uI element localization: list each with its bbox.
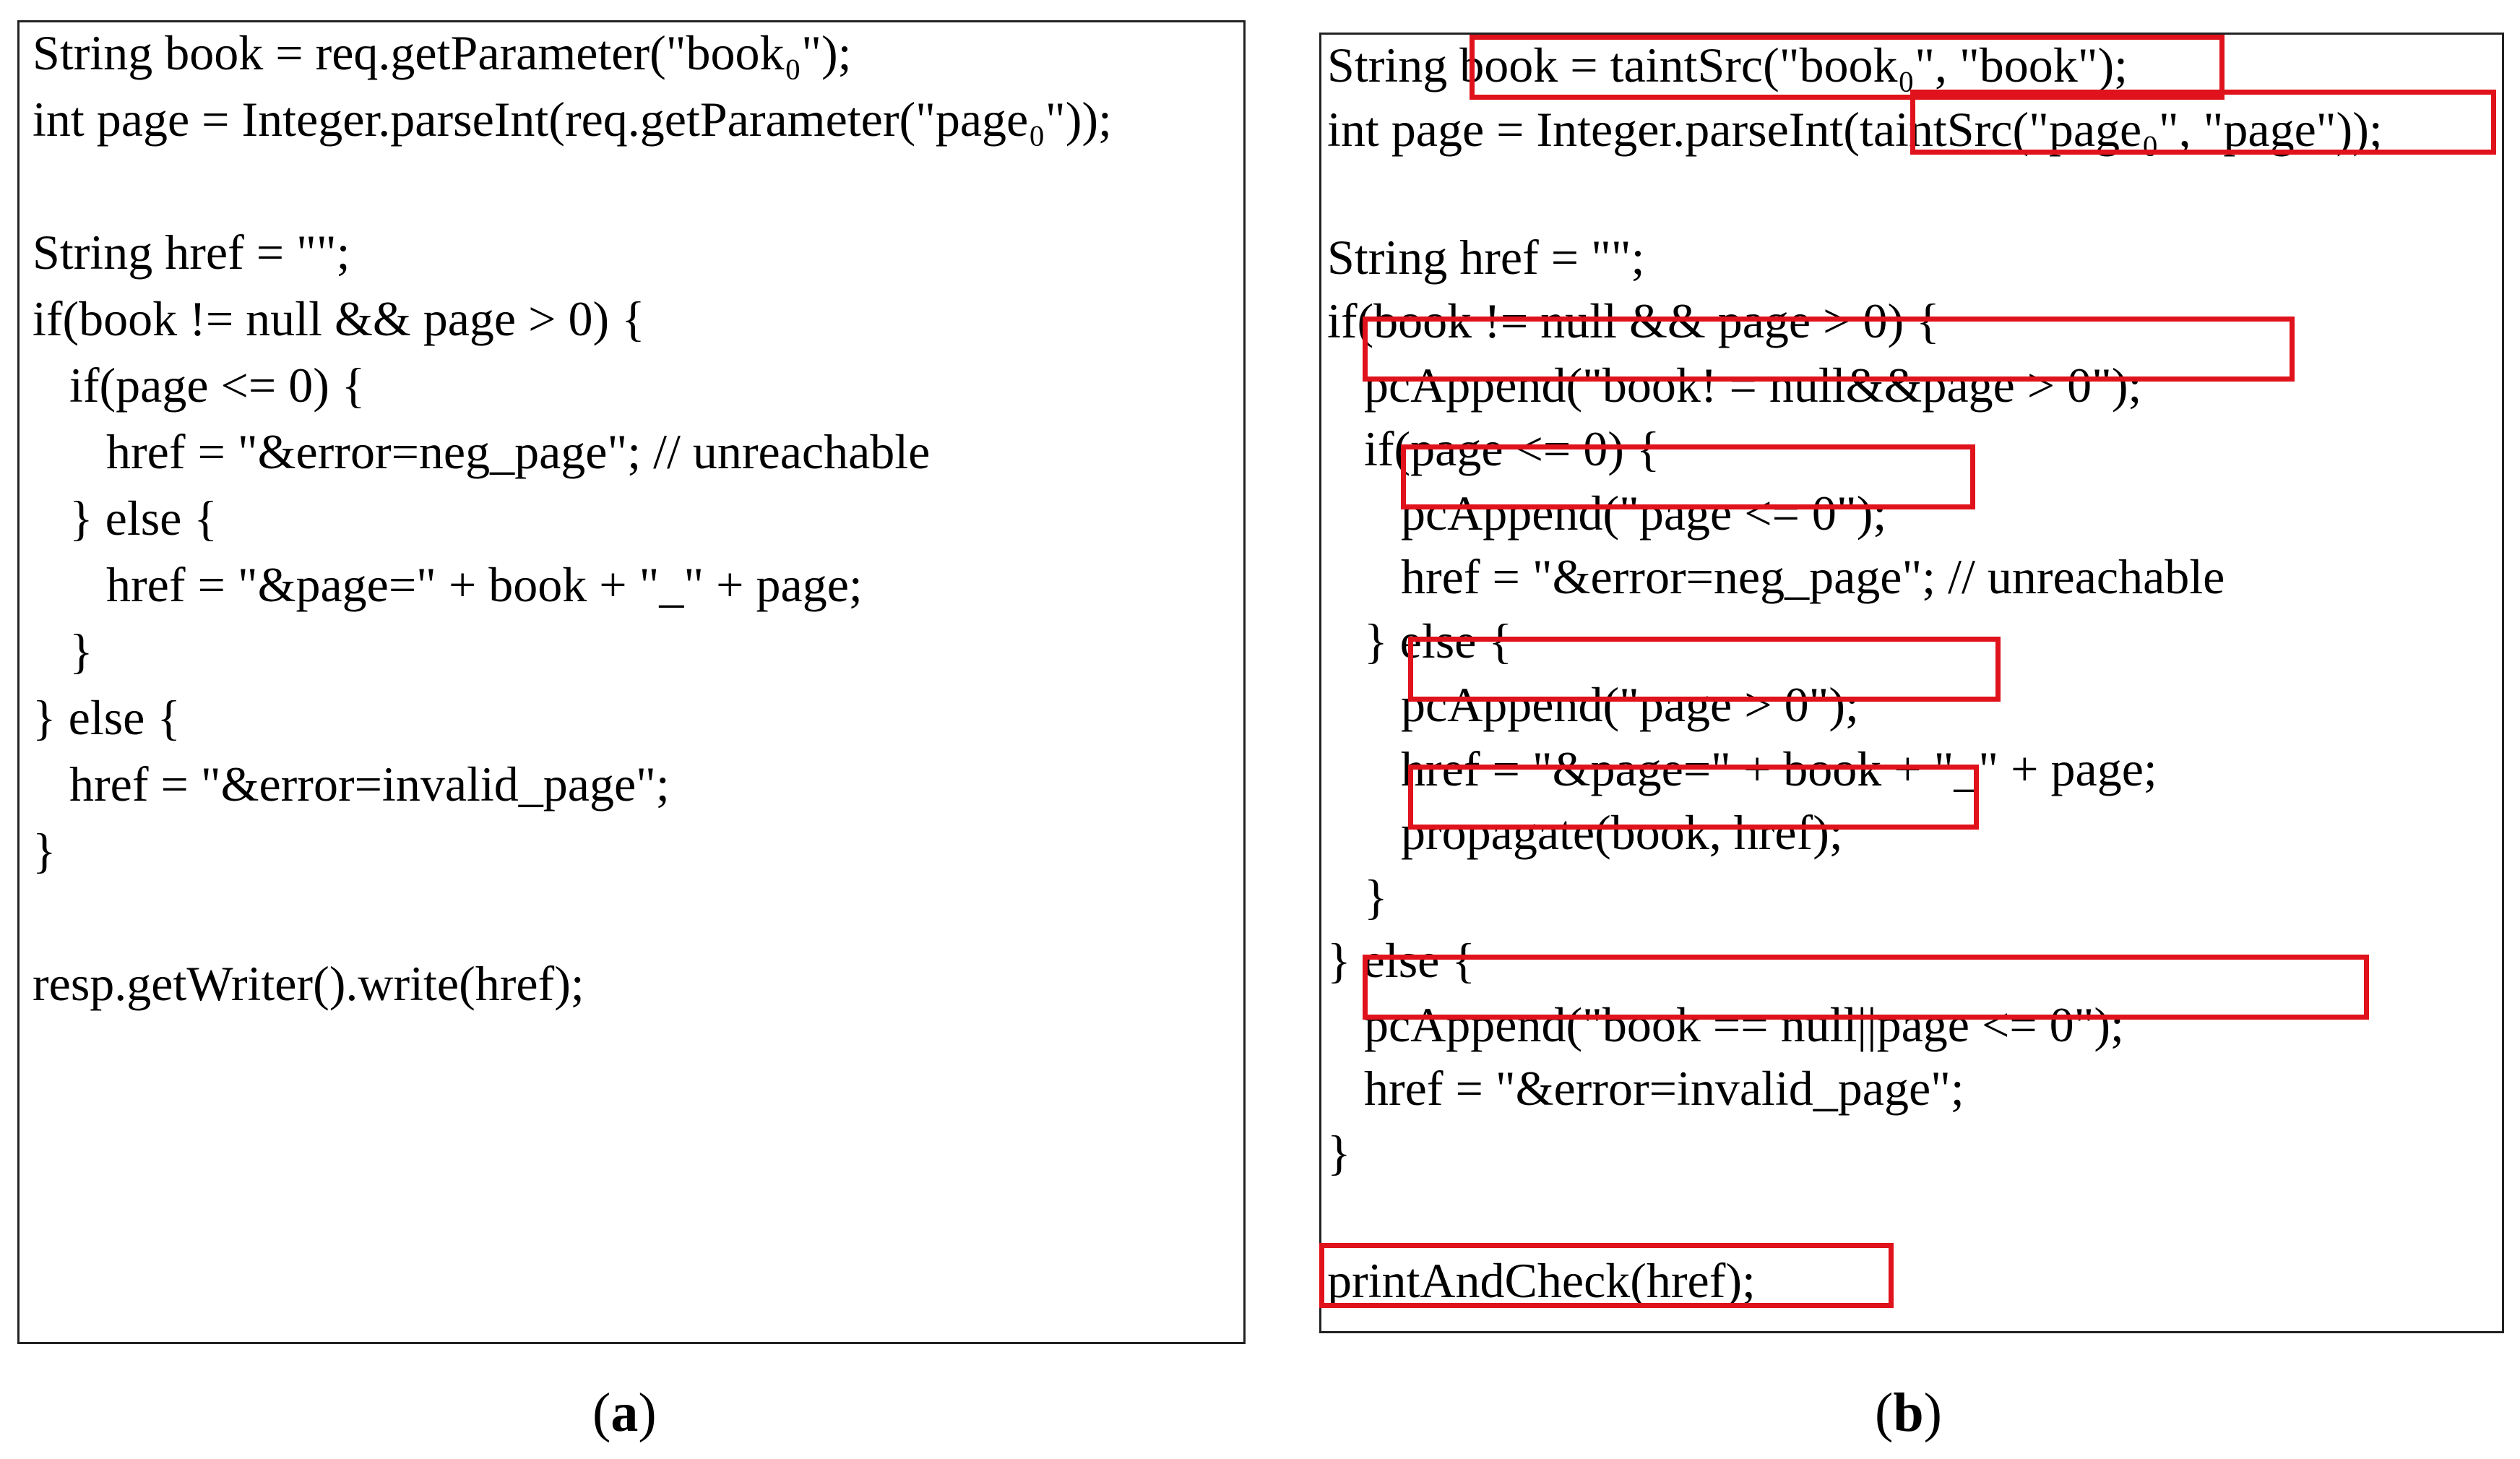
highlight-box-pc-append-4 (1363, 955, 2369, 1020)
code-line-b: propagate(book, href); (1327, 805, 1843, 860)
code-line-a: if(book != null && page > 0) { (33, 291, 645, 346)
highlight-box-taint-page (1910, 90, 2496, 155)
code-line-b: pcAppend("page > 0"); (1327, 677, 1859, 732)
code-line-a: if(page <= 0) { (33, 358, 366, 413)
code-line-a: } (33, 624, 93, 679)
highlight-box-pc-append-1 (1363, 317, 2295, 382)
code-line-b: int page = Integer.parseInt(taintSrc("pa… (1327, 101, 2383, 157)
highlight-box-propagate (1408, 765, 1979, 830)
caption-a: (a) (592, 1382, 657, 1443)
code-line-a: } (33, 823, 56, 878)
caption-a-letter: a (610, 1382, 639, 1443)
code-line-a: int page = Integer.parseInt(req.getParam… (33, 92, 1112, 147)
code-line-b: printAndCheck(href); (1327, 1252, 1756, 1308)
code-panel-a: String book = req.getParameter("book₀");… (17, 20, 1246, 1344)
code-line-b: } (1327, 1124, 1351, 1180)
highlight-box-pc-append-2 (1401, 444, 1975, 509)
code-line-a: } else { (33, 491, 217, 546)
code-panel-b: String book = taintSrc("book₀", "book");… (1319, 33, 2504, 1333)
code-line-b: href = "&error=invalid_page"; (1327, 1061, 1964, 1116)
code-line-a: } else { (33, 690, 181, 745)
highlight-box-print-and-check (1319, 1243, 1894, 1308)
code-line-a: resp.getWriter().write(href); (33, 956, 584, 1011)
code-line-b: pcAppend("book == null||page <= 0"); (1327, 997, 2124, 1052)
code-line-b: href = "&error=neg_page"; // unreachable (1327, 549, 2225, 604)
caption-b: (b) (1875, 1382, 1942, 1443)
code-line-b: pcAppend("page <= 0"); (1327, 485, 1887, 541)
code-line-a: href = "&page=" + book + "_" + page; (33, 557, 863, 612)
code-line-a: String book = req.getParameter("book₀"); (33, 25, 852, 80)
highlight-box-pc-append-3 (1408, 637, 2001, 702)
code-line-b: pcAppend("book! = null&&page > 0"); (1327, 357, 2142, 413)
caption-b-letter: b (1893, 1382, 1924, 1443)
code-line-b: String book = taintSrc("book₀", "book"); (1327, 38, 2128, 92)
code-line-b: } (1327, 869, 1388, 924)
highlight-box-taint-book (1470, 35, 2225, 100)
code-line-a: href = "&error=invalid_page"; (33, 757, 670, 812)
code-line-a: String href = ""; (33, 225, 350, 280)
code-line-a: href = "&error=neg_page"; // unreachable (33, 424, 931, 479)
code-line-b: String href = ""; (1327, 229, 1645, 285)
code-line-b: } else { (1327, 933, 1475, 988)
